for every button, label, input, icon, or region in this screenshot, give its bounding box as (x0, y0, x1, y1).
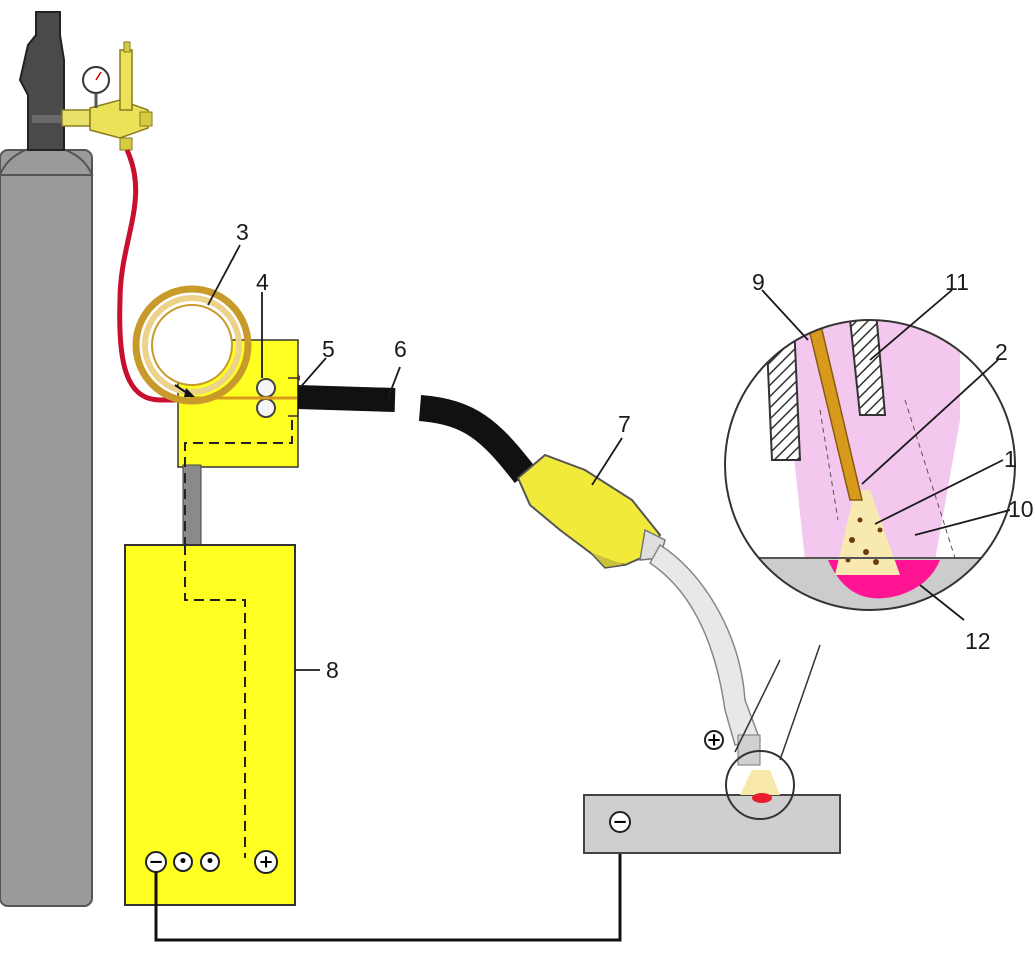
welding-torch (516, 453, 762, 766)
label-3: 3 (236, 219, 249, 245)
label-12: 12 (965, 628, 991, 654)
label-1: 1 (1004, 446, 1017, 472)
label-6: 6 (394, 336, 407, 362)
svg-text:•: • (179, 854, 188, 870)
label-2: 2 (995, 339, 1008, 365)
arc-highlight-circle (725, 644, 821, 820)
hose-package (297, 384, 536, 483)
gas-cylinder (0, 11, 94, 907)
ground-cable (154, 835, 622, 942)
svg-text:−: − (148, 852, 163, 873)
dot-terminal (173, 852, 193, 872)
torch-plus-symbol: + (704, 730, 724, 751)
label-5: 5 (322, 336, 335, 362)
leader-lines (207, 244, 1011, 671)
label-8: 8 (326, 657, 339, 683)
power-terminals: − • • + (145, 850, 278, 874)
label-7: 7 (618, 411, 631, 437)
svg-text:+: + (258, 852, 273, 873)
label-11: 11 (945, 269, 969, 295)
wire-spool (132, 285, 252, 405)
label-4: 4 (256, 269, 269, 295)
label-9: 9 (752, 269, 765, 295)
dot-terminal (200, 852, 220, 872)
part-labels: 3 4 5 6 7 8 9 11 2 1 10 12 (236, 219, 1034, 683)
svg-text:−: − (612, 812, 627, 833)
svg-text:+: + (706, 730, 721, 751)
power-source (124, 544, 296, 906)
plus-terminal (254, 850, 278, 874)
svg-text:•: • (206, 854, 215, 870)
label-10: 10 (1008, 496, 1034, 522)
gas-regulator (61, 41, 153, 151)
gas-hose (117, 148, 300, 403)
workpiece-minus-terminal (609, 811, 631, 833)
workpiece: − (583, 794, 841, 854)
